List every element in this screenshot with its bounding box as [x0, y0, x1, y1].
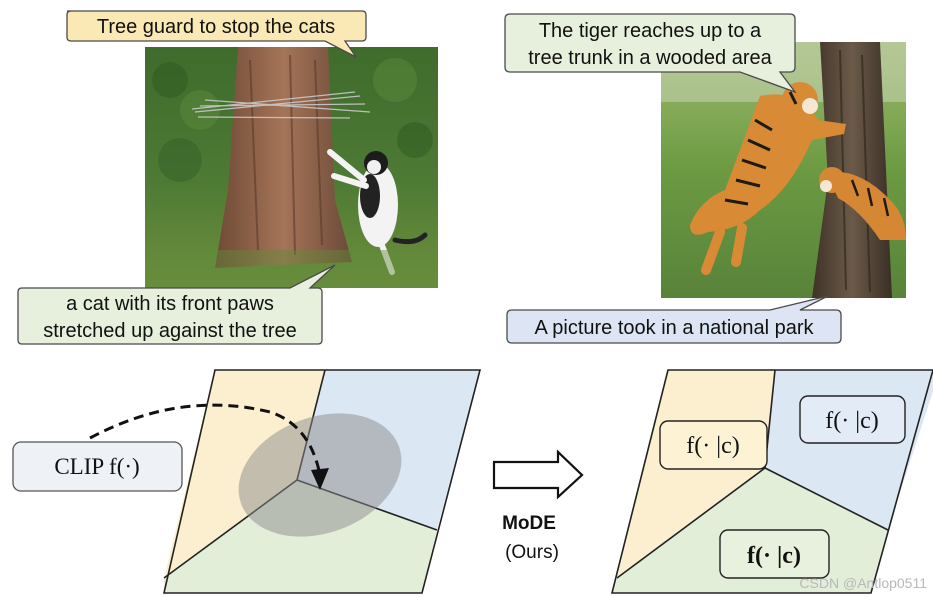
clip-label: CLIP f(·)	[54, 454, 139, 479]
conditional-label-blue: f(· |c)	[825, 408, 878, 434]
tiger-bottom-caption: A picture took in a national park	[534, 317, 814, 339]
tiger-top-caption-line1: The tiger reaches up to a	[539, 20, 762, 42]
tiger-top-caption-line2: tree trunk in a wooded area	[528, 47, 772, 69]
clip-embedding-space: CLIP f(·)	[13, 370, 480, 593]
method-name: MoDE	[502, 513, 556, 534]
mode-embedding-space: f(· |c) f(· |c) f(· |c)	[612, 370, 933, 593]
tiger-bottom-caption-bubble: A picture took in a national park	[507, 296, 841, 343]
conditional-label-green: f(· |c)	[747, 543, 801, 569]
cat-top-caption: Tree guard to stop the cats	[97, 16, 335, 38]
method-note: (Ours)	[505, 542, 559, 563]
cat-bottom-caption-line2: stretched up against the tree	[43, 320, 297, 342]
transform-arrow: MoDE (Ours)	[494, 452, 582, 563]
watermark: CSDN @Antlop0511	[799, 575, 927, 591]
hollow-right-arrow-icon	[494, 452, 582, 497]
conditional-label-yellow: f(· |c)	[686, 433, 739, 459]
cat-photo	[145, 47, 438, 288]
cat-bottom-caption-line1: a cat with its front paws	[66, 293, 274, 315]
